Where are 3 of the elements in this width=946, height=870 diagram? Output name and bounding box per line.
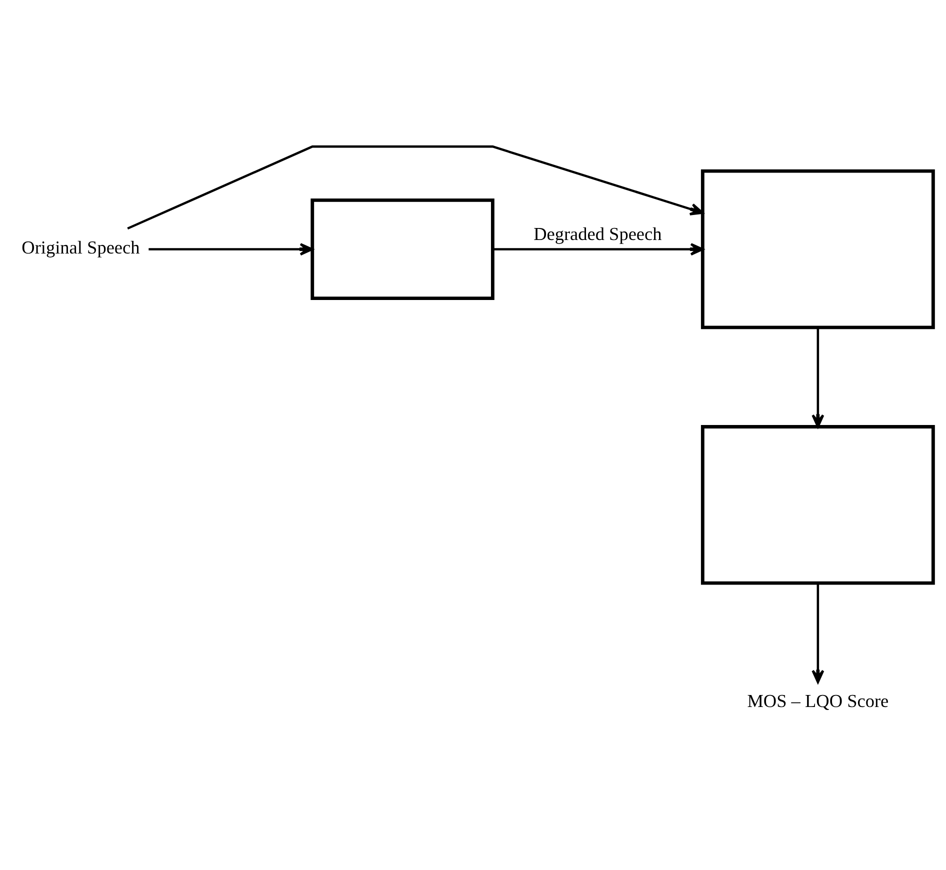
node-text: MOS – LQO Score <box>747 691 889 712</box>
node-text: Original Speech <box>22 238 140 258</box>
edge-label: Degraded Speech <box>534 224 662 244</box>
